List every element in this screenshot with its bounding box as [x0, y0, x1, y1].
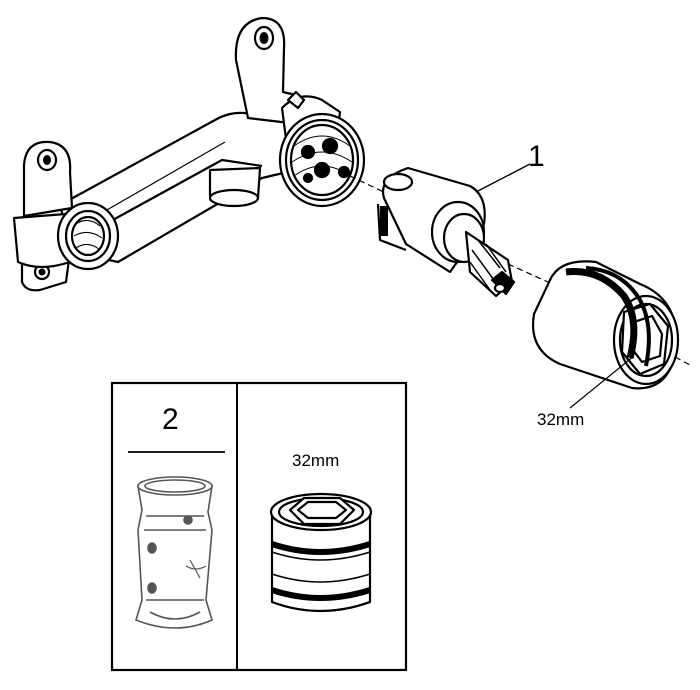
nut-size-leader-line — [569, 355, 635, 409]
nut-size-label: 32mm — [537, 410, 585, 429]
callout-number-2: 2 — [162, 403, 179, 436]
cartridge-part — [376, 166, 516, 298]
socket-wrench-tool — [135, 476, 213, 629]
callout-number-1: 1 — [528, 140, 545, 173]
box-nut-size-label: 32mm — [292, 451, 340, 470]
wall-mount-body — [12, 16, 366, 292]
sleeve-nut-part — [532, 260, 680, 390]
assembly-axis-line — [349, 175, 691, 366]
cartridge-leader-line — [475, 163, 531, 193]
box-sleeve-nut — [269, 492, 373, 613]
